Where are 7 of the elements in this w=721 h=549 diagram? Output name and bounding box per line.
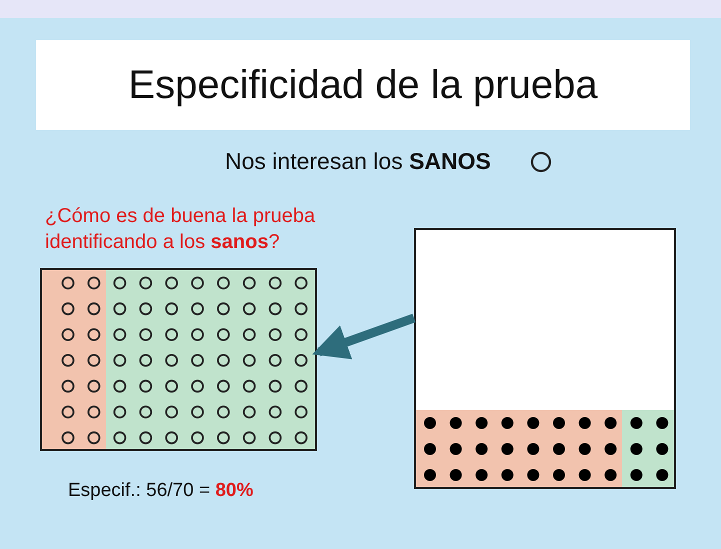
question-text: ¿Cómo es de buena la prueba identificando a los sanos? <box>45 204 316 255</box>
heading-note: Nos interesan los SANOS <box>225 148 491 175</box>
title: Especificidad de la prueba <box>36 40 690 130</box>
result-text: Especif.: 56/70 = 80% <box>68 480 254 502</box>
healthy-grid-panel-drawing <box>40 268 317 451</box>
arrow <box>312 314 416 360</box>
sample-panel-drawing <box>414 228 676 489</box>
